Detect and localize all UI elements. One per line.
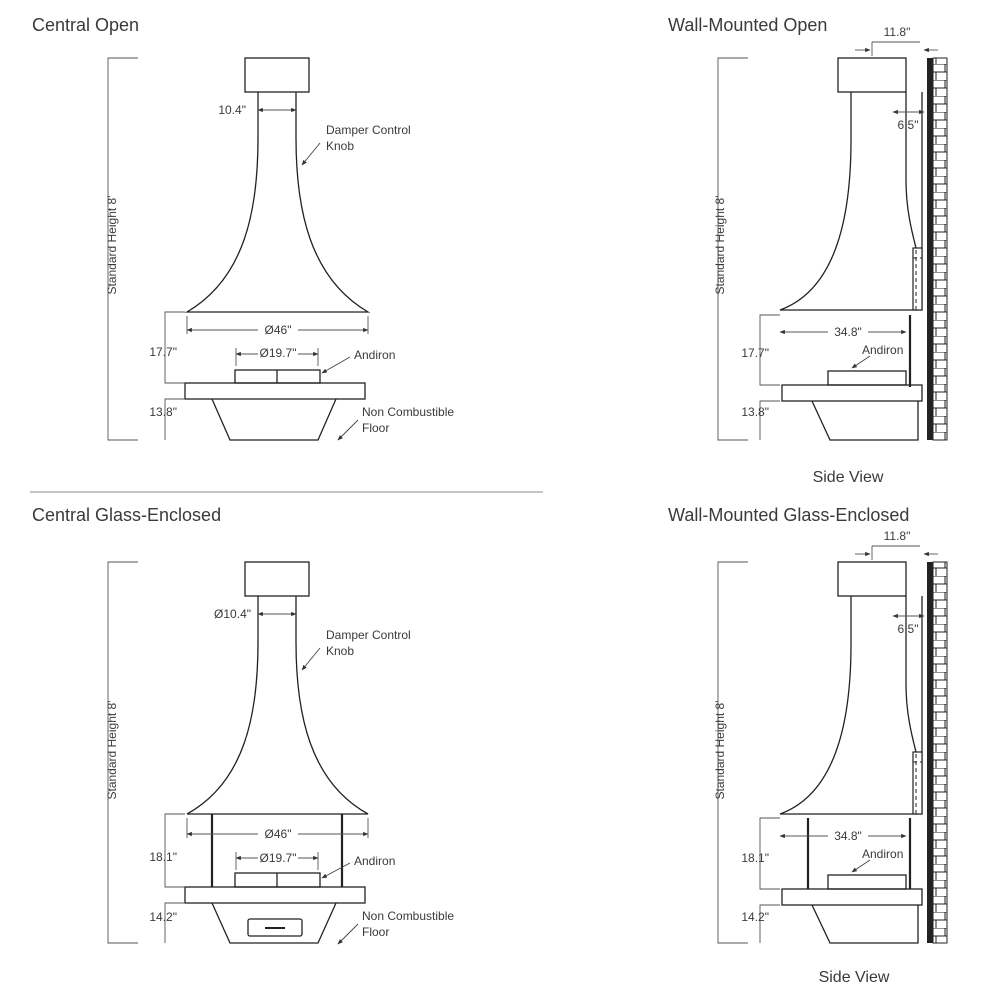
wall-glass-height-label: Standard Height 8' [713,700,727,799]
central-glass-flue-cap [244,561,310,597]
wall-glass-hood-depth: 34.8" [834,829,862,843]
wall-glass-diagram: Wall-Mounted Glass-Enclosed 11.8" Standa… [668,505,948,986]
wall-open-andiron [827,370,907,386]
wall-glass-title: Wall-Mounted Glass-Enclosed [668,505,909,525]
central-glass-damper-label-2: Knob [326,644,354,658]
central-open-upper-height: 17.7" [149,345,177,359]
wall-open-hearth [781,384,923,402]
central-glass-flue-width: Ø10.4" [214,607,251,621]
central-glass-floor-label-1: Non Combustible [362,909,454,923]
wall-glass-caption: Side View [819,969,890,986]
central-open-damper-label-2: Knob [326,139,354,153]
wall-glass-base-height: 14.2" [741,910,769,924]
central-glass-upper-height: 18.1" [149,850,177,864]
wall-open-hood-depth: 34.8" [834,325,862,339]
wall-open-hood [779,92,923,311]
wall-open-andiron-label: Andiron [862,343,903,357]
central-open-andiron-diameter: Ø19.7" [260,346,297,360]
central-open-floor-label-2: Floor [362,421,389,435]
central-open-hood-diameter: Ø46" [265,323,292,337]
central-open-title: Central Open [32,15,139,35]
central-open-floor-label-1: Non Combustible [362,405,454,419]
wall-open-upper-height: 17.7" [741,346,769,360]
wall-open-title: Wall-Mounted Open [668,15,827,35]
wall-glass-offset: 6.5" [898,622,919,636]
wall-open-base-height: 13.8" [741,405,769,419]
wall-glass-andiron [827,874,907,890]
wall-glass-hearth [781,888,923,906]
central-glass-andiron-diameter: Ø19.7" [260,851,297,865]
central-glass-andiron-label: Andiron [354,854,395,868]
wall-glass-hood [779,596,923,815]
wall-open-wall-plate [927,58,933,440]
central-open-height-label: Standard Height 8' [105,195,119,294]
wall-open-diagram: Wall-Mounted Open 11.8" Standard Height … [668,15,948,486]
central-glass-base-height: 14.2" [149,910,177,924]
central-open-flue-width: 10.4" [218,103,246,117]
central-open-hearth [184,382,366,400]
wall-open-brick-wall [932,57,948,441]
central-glass-hood [186,596,369,815]
central-open-base [211,398,337,441]
central-glass-hearth [184,886,366,904]
central-glass-diagram: Central Glass-Enclosed Standard Height 8… [32,505,454,945]
wall-glass-brick-wall [932,561,948,944]
wall-glass-wall-plate [927,562,933,943]
central-glass-title: Central Glass-Enclosed [32,505,221,525]
central-open-base-height: 13.8" [149,405,177,419]
central-glass-base [211,902,337,944]
central-open-diagram: Central Open Standard Height 8' 10.4" Da… [32,15,454,441]
wall-open-caption: Side View [813,469,884,486]
wall-open-offset: 6.5" [898,118,919,132]
central-glass-height-label: Standard Height 8' [105,700,119,799]
central-open-andiron-label: Andiron [354,348,395,362]
wall-glass-flue-cap [837,561,907,597]
central-glass-damper-label-1: Damper Control [326,628,411,642]
wall-open-flue-cap [837,57,907,93]
wall-glass-upper-height: 18.1" [741,851,769,865]
wall-glass-base [811,904,919,944]
central-open-damper-label-1: Damper Control [326,123,411,137]
wall-glass-andiron-label: Andiron [862,847,903,861]
wall-open-base [811,400,919,441]
central-open-flue-cap [244,57,310,93]
central-glass-hood-diameter: Ø46" [265,827,292,841]
wall-open-height-label: Standard Height 8' [713,195,727,294]
central-glass-wood-drawer [247,918,303,937]
wall-open-top-width: 11.8" [884,25,911,39]
wall-glass-top-width: 11.8" [884,529,911,543]
central-open-hood [184,92,371,313]
central-glass-floor-label-2: Floor [362,925,389,939]
